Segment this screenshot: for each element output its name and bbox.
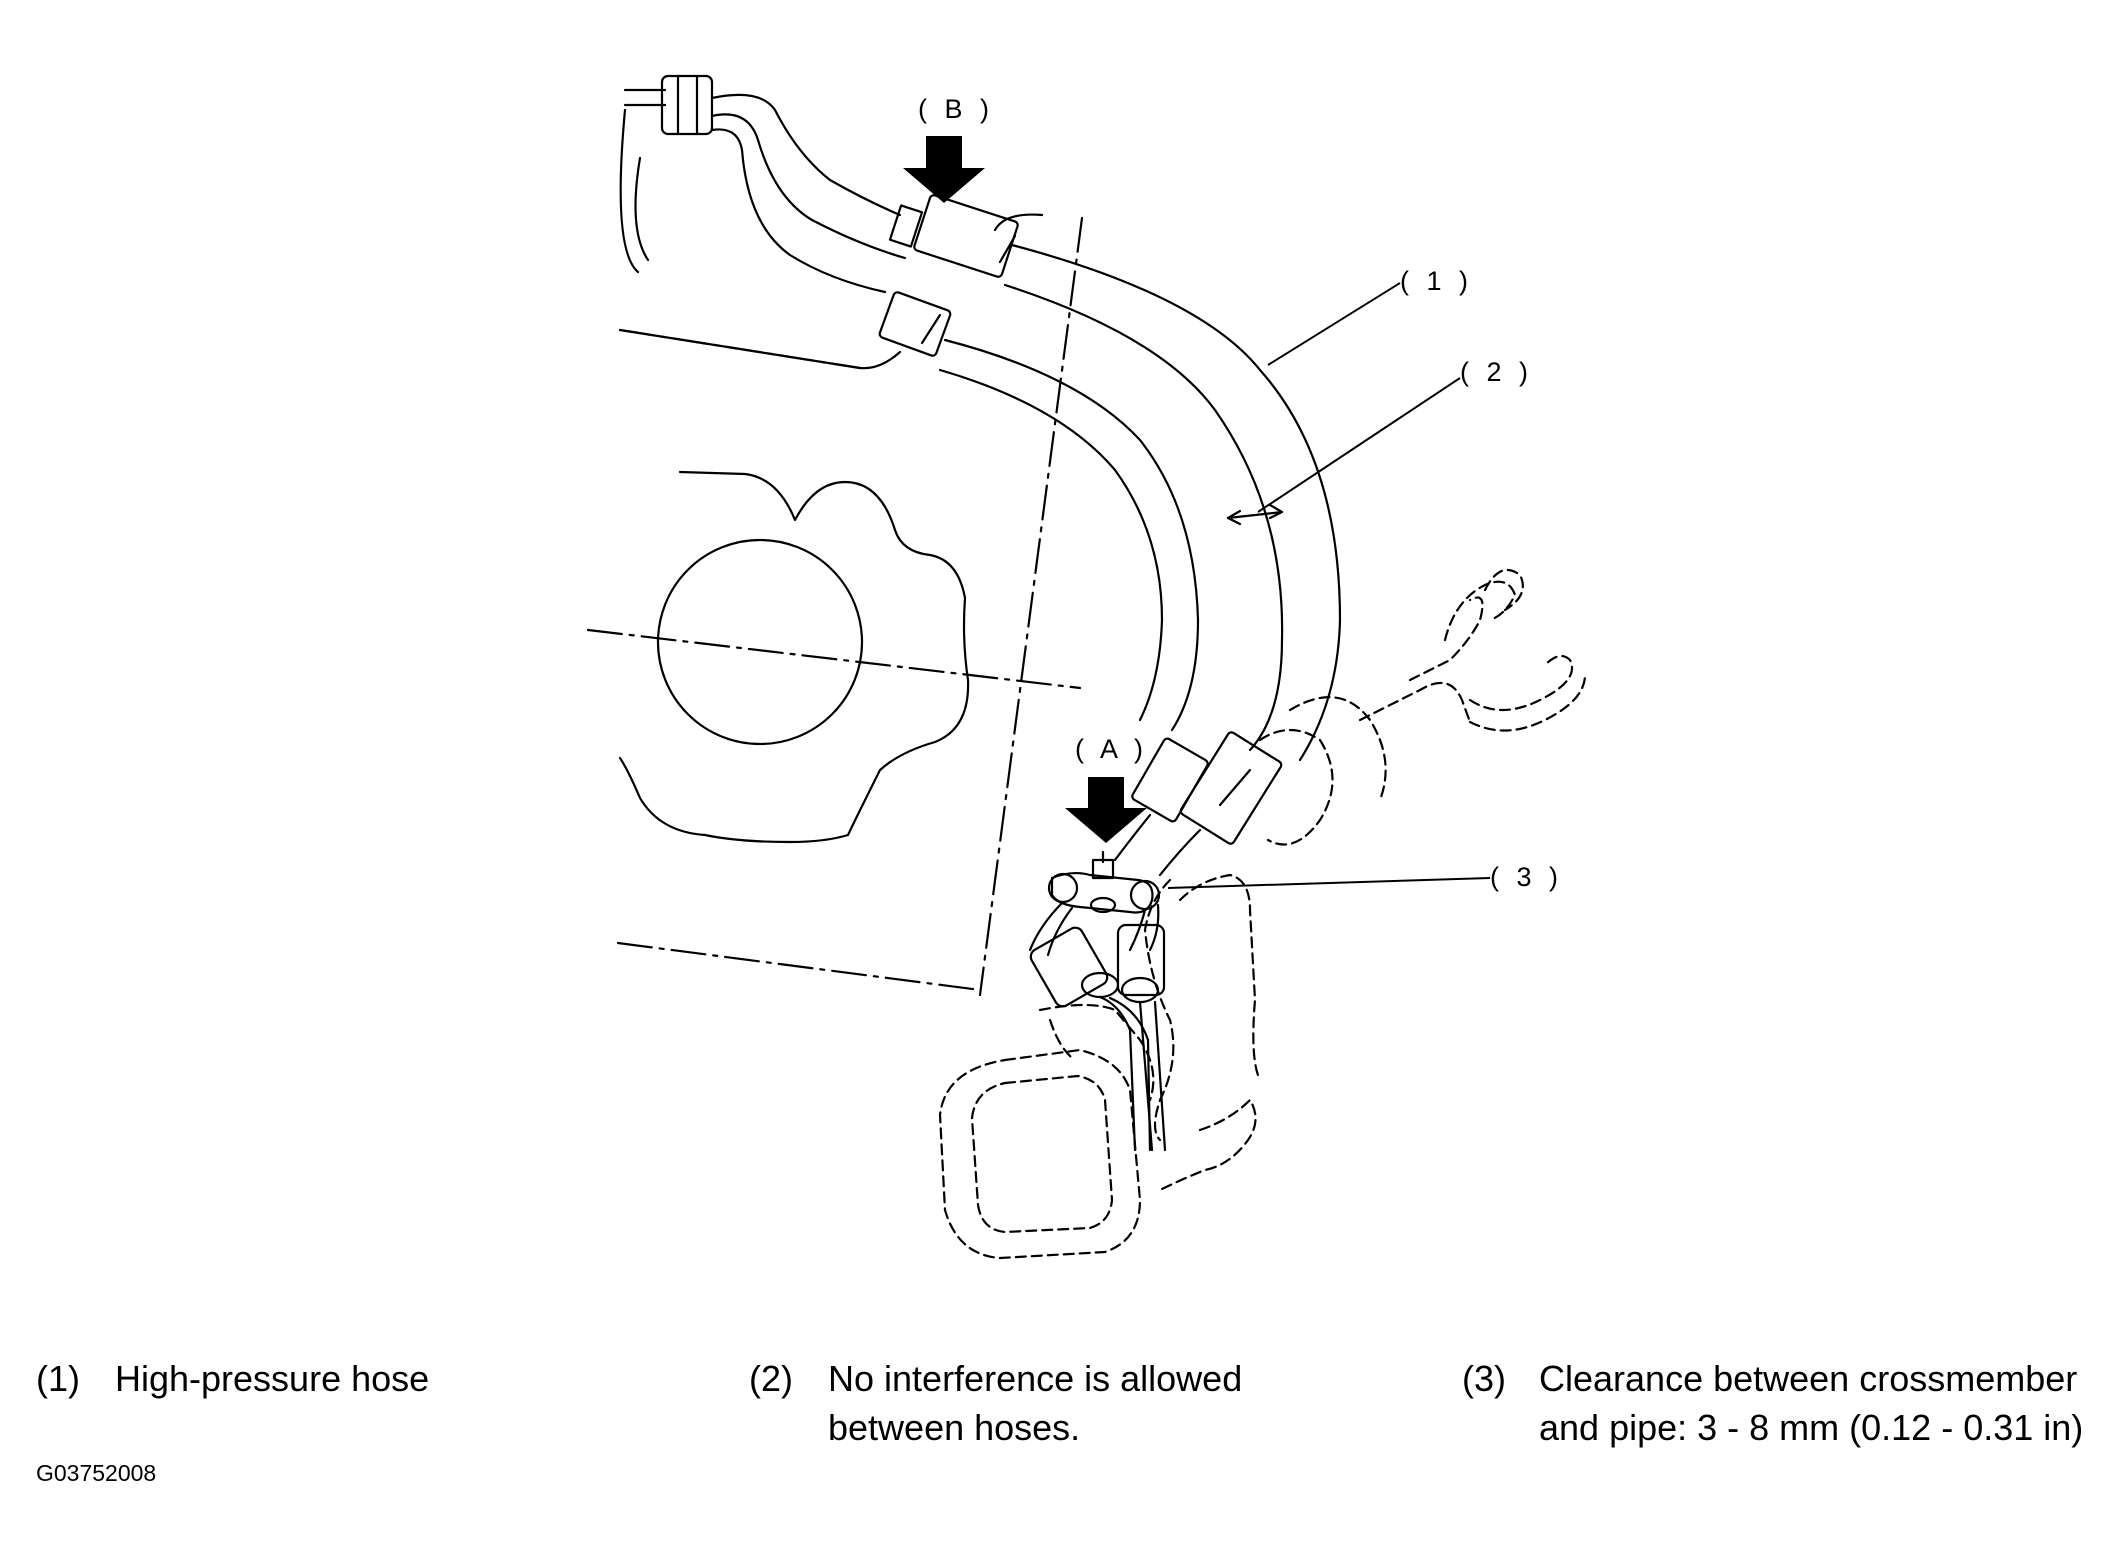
legend-number: (2) xyxy=(749,1358,793,1399)
lower-fittings xyxy=(1113,731,1283,877)
legend-text: and pipe: 3 - 8 mm (0.12 - 0.31 in) xyxy=(1539,1407,2084,1448)
clearance-arrow xyxy=(1226,503,1284,526)
crossmember-dashed xyxy=(938,568,1587,1260)
arrow-b xyxy=(903,136,985,203)
engine-block-outline xyxy=(616,108,1084,997)
callout-3: ( 3 ) xyxy=(1490,862,1563,892)
engine-boss xyxy=(586,470,1082,844)
legend-number: (3) xyxy=(1462,1358,1506,1399)
high-pressure-hose xyxy=(1003,243,1342,762)
legend-text: Clearance between crossmember xyxy=(1539,1358,2078,1399)
arrow-a xyxy=(1065,777,1147,843)
callout-b: ( B ) xyxy=(918,94,994,124)
upper-hose-ends xyxy=(623,74,907,294)
leader-lines xyxy=(1167,282,1491,889)
legend-text: between hoses. xyxy=(828,1407,1081,1448)
figure-code: G03752008 xyxy=(36,1460,157,1486)
callout-1: ( 1 ) xyxy=(1400,266,1473,296)
callout-a: ( A ) xyxy=(1075,734,1148,764)
pipe-clamp xyxy=(1028,850,1167,1152)
inner-hose xyxy=(938,338,1200,732)
legend-text: No interference is allowed xyxy=(828,1358,1243,1399)
callout-2: ( 2 ) xyxy=(1460,357,1533,387)
legend-number: (1) xyxy=(36,1358,80,1399)
legend-text: High-pressure hose xyxy=(115,1358,430,1399)
fitting-b xyxy=(888,194,1019,278)
fitting-inner xyxy=(878,291,952,357)
